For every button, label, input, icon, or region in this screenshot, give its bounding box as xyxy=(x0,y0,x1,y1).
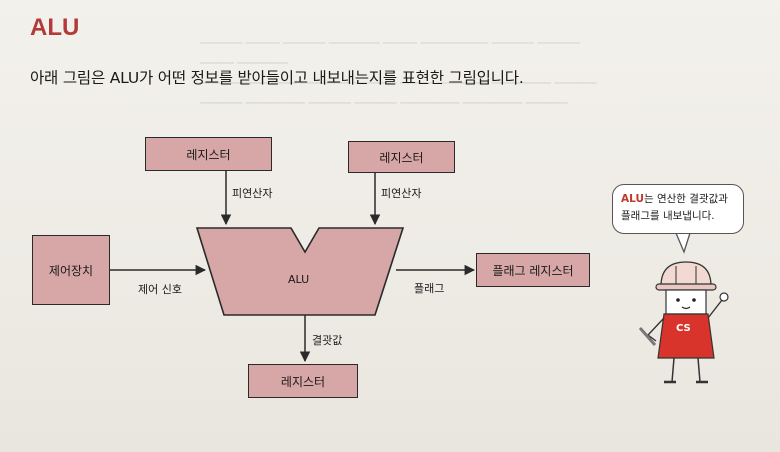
speech-bubble: ALU는 연산한 결괏값과 플래그를 내보냅니다. xyxy=(612,184,744,234)
bubble-text-line1: 는 연산한 결괏값과 xyxy=(643,193,728,205)
page-title: ALU xyxy=(30,14,80,41)
register-label: 레지스터 xyxy=(186,147,231,162)
flag-register-box: 플래그 레지스터 xyxy=(476,253,590,287)
control-unit-box: 제어장치 xyxy=(32,235,110,305)
result-label: 결괏값 xyxy=(312,334,343,347)
register-label: 레지스터 xyxy=(379,150,424,165)
flag-label: 플래그 xyxy=(414,282,445,295)
bubble-highlight: ALU xyxy=(621,193,644,205)
register-box-bottom: 레지스터 xyxy=(248,364,358,398)
alu-shape xyxy=(195,227,405,316)
mascot-badge: CS xyxy=(676,323,691,334)
bubble-text-line2: 플래그를 내보냅니다. xyxy=(621,210,715,222)
operand-label-right: 피연산자 xyxy=(381,187,422,200)
operand-label-left: 피연산자 xyxy=(232,187,273,200)
bleed-through-text: ▁▁▁▁▁ ▁▁▁▁ ▁▁▁▁▁ ▁▁▁▁▁▁ ▁▁▁▁ ▁▁▁▁▁▁▁▁ ▁▁… xyxy=(200,31,597,104)
flag-register-label: 플래그 레지스터 xyxy=(492,263,574,278)
register-label: 레지스터 xyxy=(280,374,326,389)
register-box-top-right: 레지스터 xyxy=(348,141,455,173)
control-signal-label: 제어 신호 xyxy=(138,283,182,296)
page-subtitle: 아래 그림은 ALU가 어떤 정보를 받아들이고 내보내는지를 표현한 그림입니… xyxy=(30,69,524,87)
mascot-icon xyxy=(638,232,729,384)
register-box-top-left: 레지스터 xyxy=(145,137,272,171)
control-unit-label: 제어장치 xyxy=(48,263,94,278)
alu-label: ALU xyxy=(288,273,310,286)
